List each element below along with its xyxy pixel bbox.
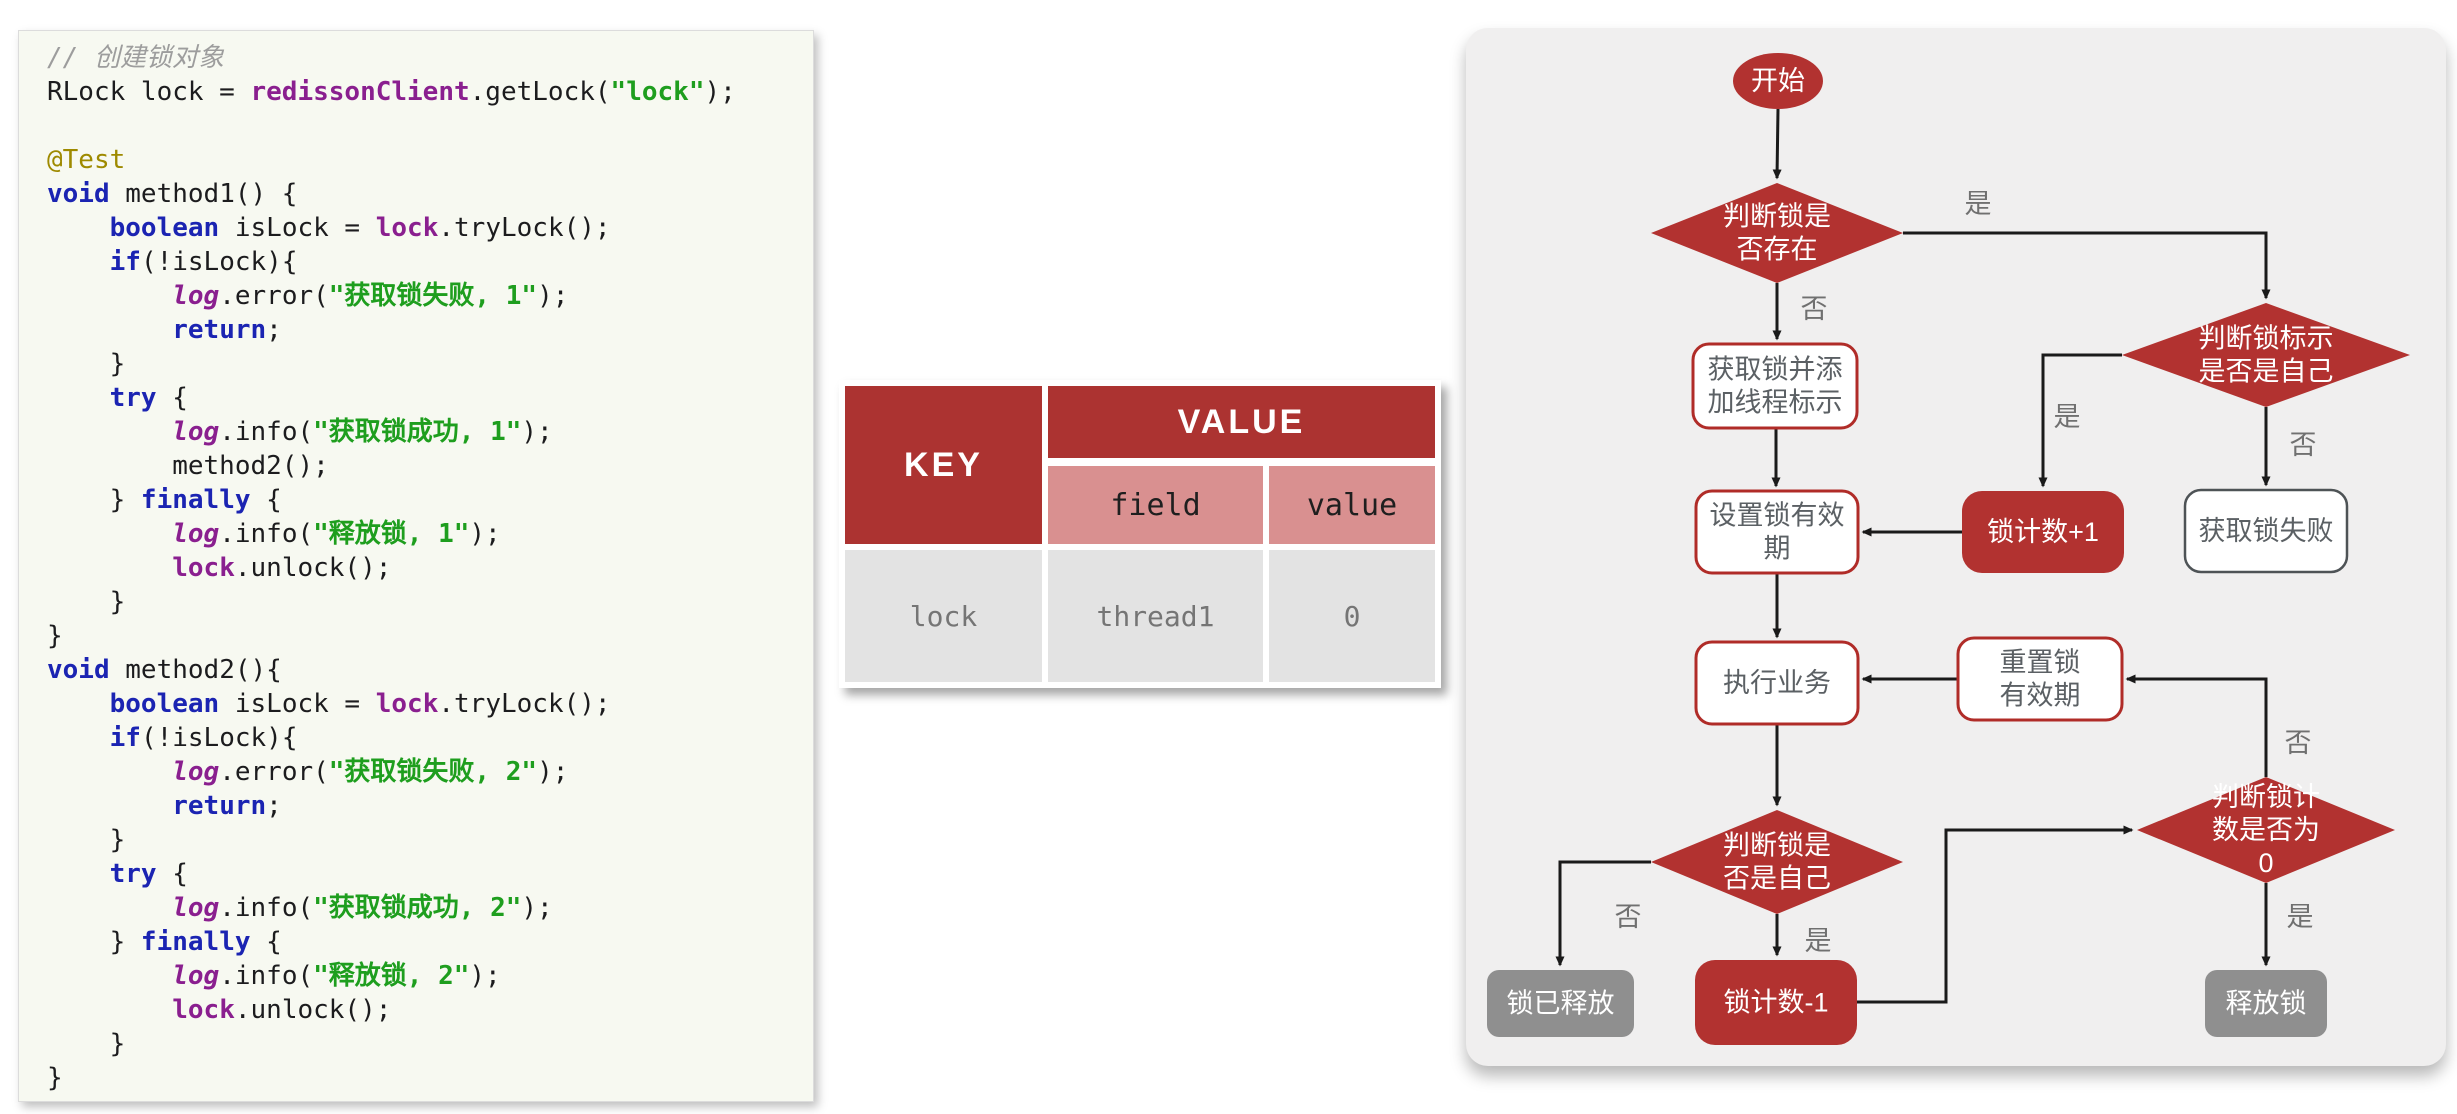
flow-node-lock-count-minus1 bbox=[1695, 960, 1857, 1045]
flow-edge-label-self-no: 否 bbox=[1615, 902, 1642, 932]
flow-node-label-lock-count-plus1: 锁计数+1 bbox=[1987, 517, 2099, 547]
table-header-value: VALUE bbox=[1048, 386, 1435, 458]
flow-node-lock-count-plus1 bbox=[1962, 491, 2124, 573]
code-line: log.error("获取锁失败, 2"); bbox=[172, 757, 569, 787]
flow-node-check-lock-exists bbox=[1651, 183, 1903, 283]
code-line: } bbox=[47, 621, 63, 651]
code-line: // 创建锁对象 bbox=[47, 43, 224, 73]
flow-edge-mark-self-yes bbox=[2038, 353, 2122, 488]
code-line: RLock lock = redissonClient.getLock("loc… bbox=[47, 77, 736, 107]
flow-node-label-reset-lock-expiry: 重置锁有效期 bbox=[2000, 648, 2081, 711]
code-line: log.info("获取锁成功, 2"); bbox=[172, 893, 553, 923]
flow-node-label-acquire-lock-fail: 获取锁失败 bbox=[2199, 516, 2334, 546]
table-cell-field: thread1 bbox=[1048, 550, 1263, 682]
code-line: return; bbox=[172, 315, 282, 345]
flow-edge-label-self-yes: 是 bbox=[1805, 926, 1832, 956]
flow-node-lock-already-released bbox=[1487, 970, 1634, 1037]
flow-edge-label-zero-yes: 是 bbox=[2287, 902, 2314, 932]
table-subheader-field: field bbox=[1048, 466, 1263, 544]
flow-edge-label-mark-self-no: 否 bbox=[2290, 430, 2317, 460]
code-line: } finally { bbox=[47, 485, 282, 515]
code-line: } bbox=[47, 349, 126, 379]
flow-node-acquire-lock-fail bbox=[2183, 488, 2349, 574]
code-line: log.info("释放锁, 2"); bbox=[172, 961, 501, 991]
code-line: log.error("获取锁失败, 1"); bbox=[172, 281, 569, 311]
flow-node-check-lock-mark-self bbox=[2122, 303, 2410, 407]
code-panel: // 创建锁对象 RLock lock = redissonClient.getL… bbox=[18, 30, 814, 1102]
flow-node-run-business bbox=[1694, 640, 1860, 726]
code-block: // 创建锁对象 RLock lock = redissonClient.getL… bbox=[47, 41, 813, 1095]
flow-node-label-lock-count-minus1: 锁计数-1 bbox=[1723, 988, 1828, 1018]
flow-node-label-run-business: 执行业务 bbox=[1723, 668, 1831, 698]
flow-edge-self-no bbox=[1555, 860, 1651, 967]
flow-node-reset-lock-expiry bbox=[1956, 636, 2124, 722]
code-line: log.info("获取锁成功, 1"); bbox=[172, 417, 553, 447]
table-cell-value: 0 bbox=[1269, 550, 1435, 682]
table-subheader-value: value bbox=[1269, 466, 1435, 544]
code-line: lock.unlock(); bbox=[172, 995, 392, 1025]
flow-edge-label-mark-self-yes: 是 bbox=[2054, 402, 2081, 432]
flow-edge-label-zero-no: 否 bbox=[2285, 728, 2312, 758]
flow-node-label-release-lock: 释放锁 bbox=[2226, 989, 2307, 1019]
flow-edge-start-to-exists bbox=[1772, 108, 1782, 180]
flow-node-label-check-lock-exists: 判断锁是否存在 bbox=[1723, 202, 1831, 265]
redis-hash-table: KEY VALUE field value lock thread1 0 bbox=[839, 380, 1441, 688]
table-cell-key: lock bbox=[845, 550, 1042, 682]
code-line: } bbox=[47, 825, 126, 855]
code-line: if(!isLock){ bbox=[109, 247, 298, 277]
flow-node-set-lock-expiry bbox=[1694, 489, 1860, 575]
code-line: } bbox=[47, 587, 126, 617]
flow-node-label-acquire-lock-add-mark: 获取锁并添加线程标示 bbox=[1708, 355, 1843, 418]
code-line: boolean isLock = lock.tryLock(); bbox=[109, 689, 611, 719]
flow-edge-label-exists-yes: 是 bbox=[1965, 189, 1992, 219]
flow-node-label-start: 开始 bbox=[1751, 66, 1805, 96]
code-line: void method1() { bbox=[47, 179, 298, 209]
code-line: void method2(){ bbox=[47, 655, 282, 685]
flow-node-label-set-lock-expiry: 设置锁有效期 bbox=[1710, 501, 1845, 564]
code-line: } finally { bbox=[47, 927, 282, 957]
flow-edge-exists-yes bbox=[1903, 231, 2271, 300]
flow-node-check-count-zero bbox=[2137, 777, 2395, 883]
code-line bbox=[47, 109, 813, 143]
flow-node-start bbox=[1733, 53, 1823, 109]
code-line: } bbox=[47, 1063, 63, 1093]
code-line: return; bbox=[172, 791, 282, 821]
flow-edge-minus1-to-zero bbox=[1857, 825, 2134, 1004]
code-line: lock.unlock(); bbox=[172, 553, 392, 583]
flow-edge-label-exists-no: 否 bbox=[1801, 294, 1828, 324]
code-line: method2(); bbox=[47, 451, 329, 481]
flow-edge-zero-no bbox=[2125, 674, 2268, 777]
table-header-key: KEY bbox=[845, 386, 1042, 544]
redis-hash-grid: KEY VALUE field value lock thread1 0 bbox=[845, 386, 1435, 682]
flow-node-label-check-lock-mark-self: 判断锁标示是否是自己 bbox=[2199, 324, 2334, 387]
code-line: log.info("释放锁, 1"); bbox=[172, 519, 501, 549]
code-line: try { bbox=[109, 383, 188, 413]
code-line: try { bbox=[109, 859, 188, 889]
code-line: @Test bbox=[47, 145, 126, 175]
code-line: } bbox=[47, 1029, 126, 1059]
flow-node-check-lock-self bbox=[1651, 810, 1903, 914]
code-line: if(!isLock){ bbox=[109, 723, 298, 753]
flow-node-release-lock bbox=[2205, 970, 2327, 1037]
flow-node-acquire-lock-add-mark bbox=[1691, 342, 1859, 430]
flow-node-label-lock-already-released: 锁已释放 bbox=[1507, 989, 1615, 1019]
flow-node-label-check-lock-self: 判断锁是否是自己 bbox=[1723, 831, 1831, 894]
code-line: boolean isLock = lock.tryLock(); bbox=[109, 213, 611, 243]
